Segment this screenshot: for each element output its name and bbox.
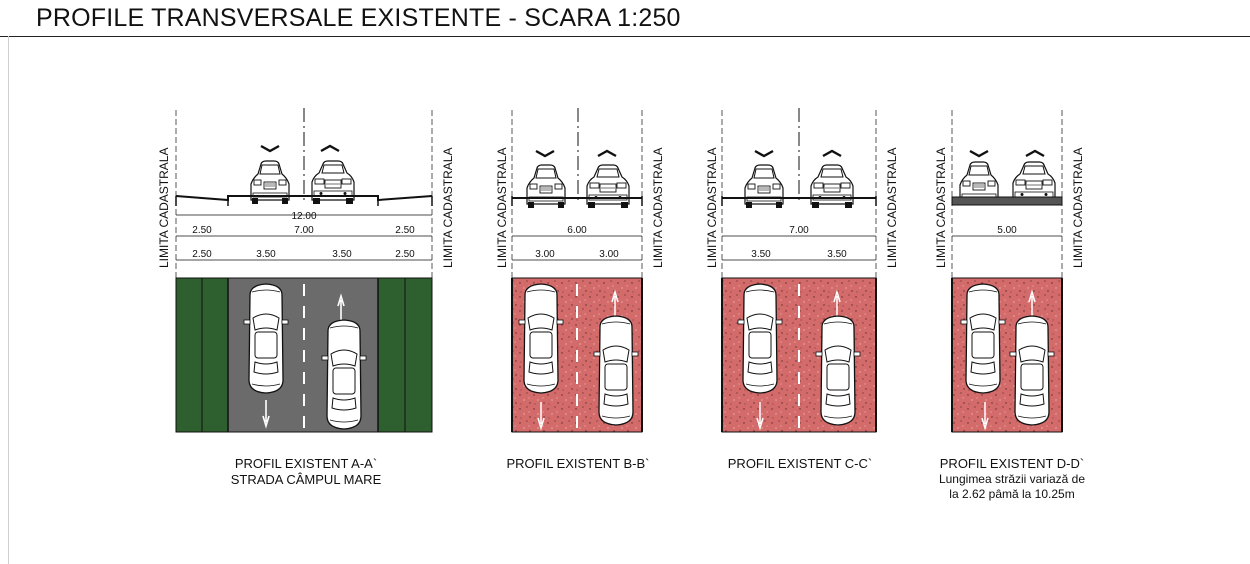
car-top-icon bbox=[593, 315, 639, 426]
caption-line: la 2.62 pâmă la 10.25m bbox=[949, 487, 1075, 501]
car-top-icon bbox=[737, 283, 783, 394]
profile-a: LIMITA CADASTRALA LIMITA CADASTRALA 12.0… bbox=[157, 108, 455, 433]
direction-arrow bbox=[262, 400, 270, 429]
caption-profile-b: PROFIL EXISTENT B-B` bbox=[480, 456, 676, 472]
dimension-label: 6.00 bbox=[567, 225, 587, 236]
direction-arrow bbox=[537, 402, 545, 431]
road-surface-section bbox=[951, 196, 1063, 206]
dimension-label: 2.50 bbox=[395, 249, 415, 260]
dimension-label: 3.00 bbox=[599, 249, 619, 260]
boundary-label-left: LIMITA CADASTRALA bbox=[157, 148, 171, 268]
dimension-label: 2.50 bbox=[192, 225, 212, 236]
caption-profile-a: PROFIL EXISTENT A-A` STRADA CÂMPUL MARE bbox=[196, 456, 416, 488]
dimension-label: 3.50 bbox=[751, 249, 771, 260]
car-rear-icon bbox=[311, 160, 355, 205]
boundary-label-left: LIMITA CADASTRALA bbox=[705, 148, 719, 268]
direction-down-icon bbox=[968, 149, 990, 158]
caption-line: Lungimea străzii variază de bbox=[938, 472, 1086, 486]
car-top-icon bbox=[321, 319, 367, 430]
direction-arrow bbox=[337, 293, 345, 322]
caption-profile-d: PROFIL EXISTENT D-D` Lungimea străzii va… bbox=[912, 456, 1112, 502]
dimension-label: 3.00 bbox=[535, 249, 555, 260]
direction-up-icon bbox=[319, 144, 341, 153]
direction-arrow bbox=[833, 289, 841, 318]
boundary-label-right: LIMITA CADASTRALA bbox=[885, 148, 899, 268]
profile-d: LIMITA CADASTRALA LIMITA CADASTRALA 5.00 bbox=[934, 110, 1085, 433]
car-front-icon bbox=[250, 160, 290, 205]
profile-b: LIMITA CADASTRALA LIMITA CADASTRALA 6.00… bbox=[495, 108, 665, 433]
dimension-label: 2.50 bbox=[192, 249, 212, 260]
sheet-border bbox=[8, 36, 9, 564]
direction-arrow bbox=[1028, 289, 1036, 318]
car-rear-icon bbox=[810, 164, 854, 209]
car-front-icon bbox=[744, 164, 784, 209]
boundary-label-right: LIMITA CADASTRALA bbox=[1071, 148, 1085, 268]
boundary-label-right: LIMITA CADASTRALA bbox=[441, 148, 455, 268]
car-front-icon bbox=[526, 164, 566, 209]
direction-arrow bbox=[756, 402, 764, 431]
road-surface-section bbox=[175, 195, 433, 202]
dimension-label: 3.50 bbox=[332, 249, 352, 260]
direction-arrow bbox=[611, 289, 619, 318]
caption-profile-c: PROFIL EXISTENT C-C` bbox=[700, 456, 900, 472]
direction-arrow bbox=[981, 402, 989, 431]
dimension-label: 2.50 bbox=[395, 225, 415, 236]
boundary-label-left: LIMITA CADASTRALA bbox=[495, 148, 509, 268]
dimension-label: 7.00 bbox=[789, 225, 809, 236]
boundary-label-right: LIMITA CADASTRALA bbox=[651, 148, 665, 268]
caption-line: PROFIL EXISTENT A-A` bbox=[234, 456, 378, 471]
caption-line: PROFIL EXISTENT B-B` bbox=[506, 456, 650, 471]
dimension-label: 7.00 bbox=[294, 225, 314, 236]
dimension-label: 5.00 bbox=[997, 225, 1017, 236]
direction-down-icon bbox=[753, 149, 775, 158]
boundary-label-left: LIMITA CADASTRALA bbox=[934, 148, 948, 268]
car-top-icon bbox=[815, 315, 861, 426]
caption-line: STRADA CÂMPUL MARE bbox=[230, 472, 382, 487]
car-top-icon bbox=[518, 283, 564, 394]
dimension-label: 3.50 bbox=[256, 249, 276, 260]
direction-down-icon bbox=[259, 144, 281, 153]
caption-line: PROFIL EXISTENT D-D` bbox=[939, 456, 1085, 471]
profile-c: LIMITA CADASTRALA LIMITA CADASTRALA 7.00… bbox=[705, 108, 899, 433]
title-bar: PROFILE TRANSVERSALE EXISTENTE - SCARA 1… bbox=[0, 0, 1250, 37]
car-top-icon bbox=[243, 283, 289, 394]
page-title: PROFILE TRANSVERSALE EXISTENTE - SCARA 1… bbox=[36, 4, 681, 32]
car-rear-icon bbox=[586, 164, 630, 209]
car-top-icon bbox=[960, 283, 1006, 394]
car-top-icon bbox=[1009, 315, 1055, 426]
direction-up-icon bbox=[1024, 149, 1046, 158]
direction-down-icon bbox=[534, 149, 556, 158]
caption-line: PROFIL EXISTENT C-C` bbox=[727, 456, 873, 471]
dimension-label: 3.50 bbox=[827, 249, 847, 260]
direction-up-icon bbox=[821, 149, 843, 158]
dimension-label-total: 12.00 bbox=[291, 211, 316, 222]
direction-up-icon bbox=[596, 149, 618, 158]
